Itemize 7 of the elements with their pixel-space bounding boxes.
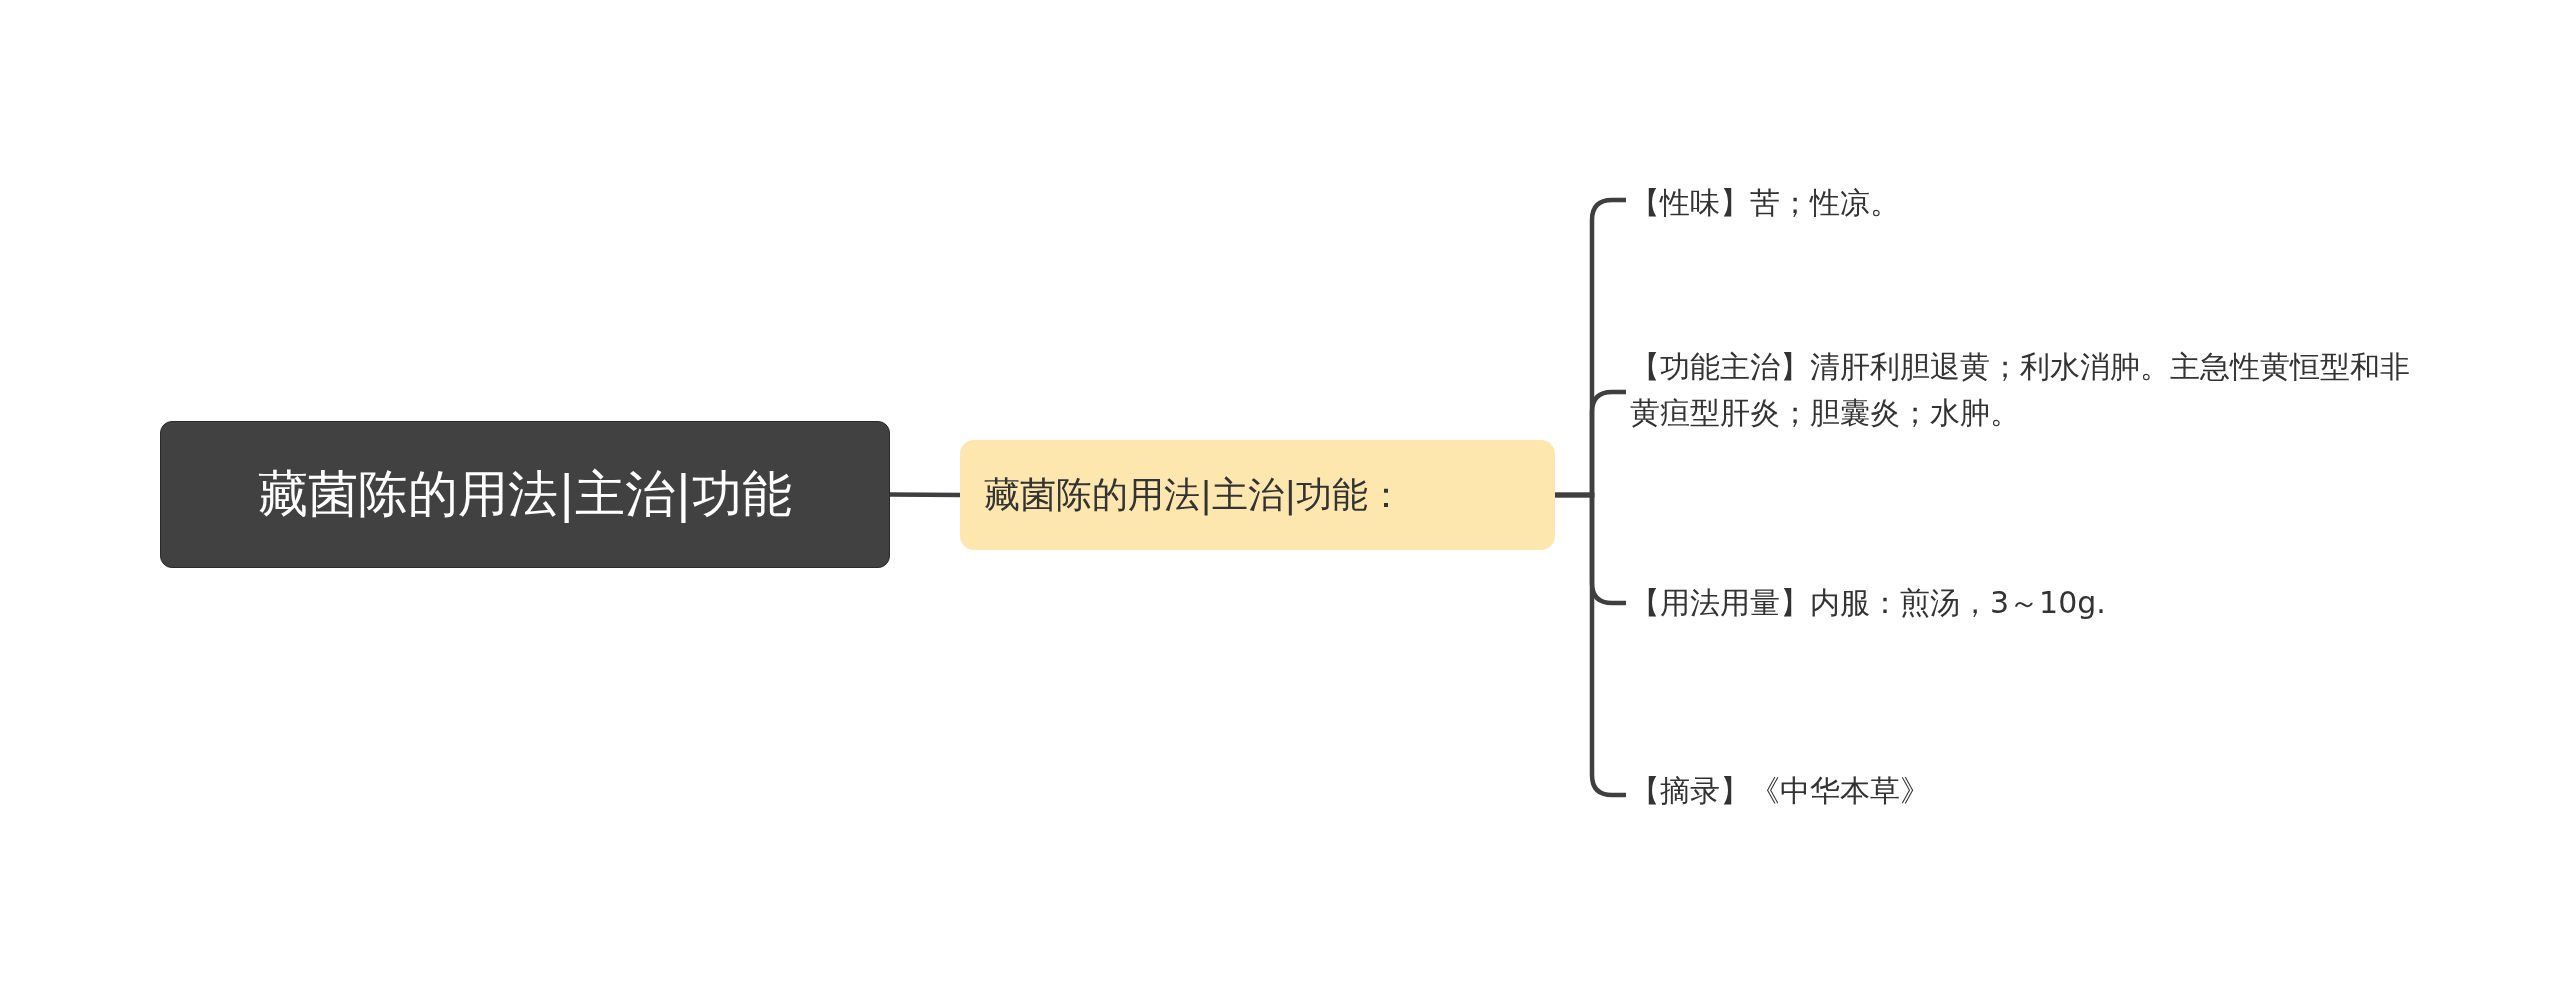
topic-text: 【性味】苦；性凉。 [1630,180,2410,227]
topic-text: 【用法用量】内服：煎汤，3～10g. [1630,553,2410,653]
topic-text: 【摘录】《中华本草》 [1630,768,2410,815]
topic-text: 【功能主治】清肝利胆退黄；利水消肿。主急性黄恒型和非黄疸型肝炎；胆囊炎；水肿。 [1630,340,2410,440]
subtopic-box: 藏菌陈的用法|主治|功能： [960,440,1555,550]
connector-line [890,492,960,498]
root-topic-box: 藏菌陈的用法|主治|功能 [160,421,890,568]
